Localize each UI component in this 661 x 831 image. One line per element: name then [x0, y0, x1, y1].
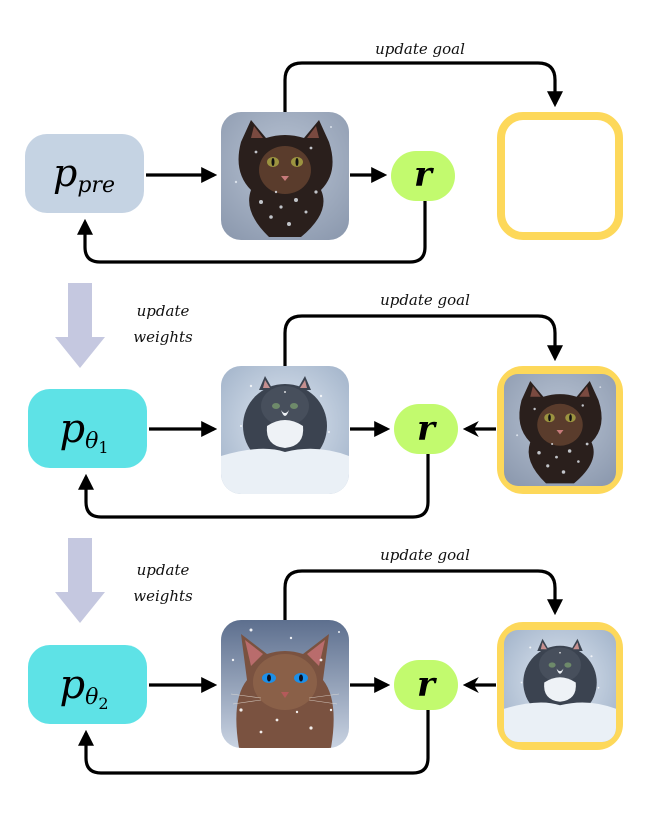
- reward-box: [394, 660, 458, 710]
- update-weights-transition-2: update weights: [55, 538, 193, 623]
- row-2: update goal pθ1 r: [28, 291, 623, 519]
- update-weights-label-line2: weights: [133, 328, 193, 346]
- reward-box: [391, 151, 455, 201]
- generated-image-row-1: [221, 112, 349, 240]
- update-goal-arrow: [283, 569, 563, 620]
- update-goal-arrow: [283, 61, 563, 112]
- update-goal-label: update goal: [380, 546, 470, 564]
- model-box-pre: [25, 134, 144, 213]
- update-weights-label-line2: weights: [133, 587, 193, 605]
- reward-label: r: [414, 155, 434, 195]
- row-3: update goal pθ2 r: [28, 546, 623, 775]
- row-1: update goal ppre r: [25, 40, 623, 264]
- update-weights-arrow-icon: [55, 283, 105, 368]
- update-weights-label-line1: update: [137, 302, 190, 320]
- generated-image-row-3: [221, 620, 349, 748]
- model-box-theta1: [28, 389, 147, 468]
- update-goal-arrow: [283, 314, 563, 366]
- generated-image-row-2: [221, 366, 349, 494]
- update-weights-label-line1: update: [137, 561, 190, 579]
- reward-feedback-arrow: [78, 454, 430, 519]
- update-weights-transition-1: update weights: [55, 283, 193, 368]
- update-goal-label: update goal: [375, 40, 465, 58]
- goal-image-row-2: [504, 374, 616, 486]
- reward-label: r: [417, 665, 437, 705]
- goal-image-row-3: [504, 630, 616, 742]
- update-weights-arrow-icon: [55, 538, 105, 623]
- model-label-theta2: pθ2: [59, 662, 108, 713]
- model-label-theta1: pθ1: [59, 406, 108, 457]
- goal-box-empty: [497, 112, 623, 240]
- update-goal-label: update goal: [380, 291, 470, 309]
- reward-box: [394, 404, 458, 454]
- reward-feedback-arrow: [77, 201, 427, 264]
- reward-label: r: [417, 409, 437, 449]
- model-box-theta2: [28, 645, 147, 724]
- reward-feedback-arrow: [78, 710, 430, 775]
- model-label-pre: ppre: [53, 151, 115, 198]
